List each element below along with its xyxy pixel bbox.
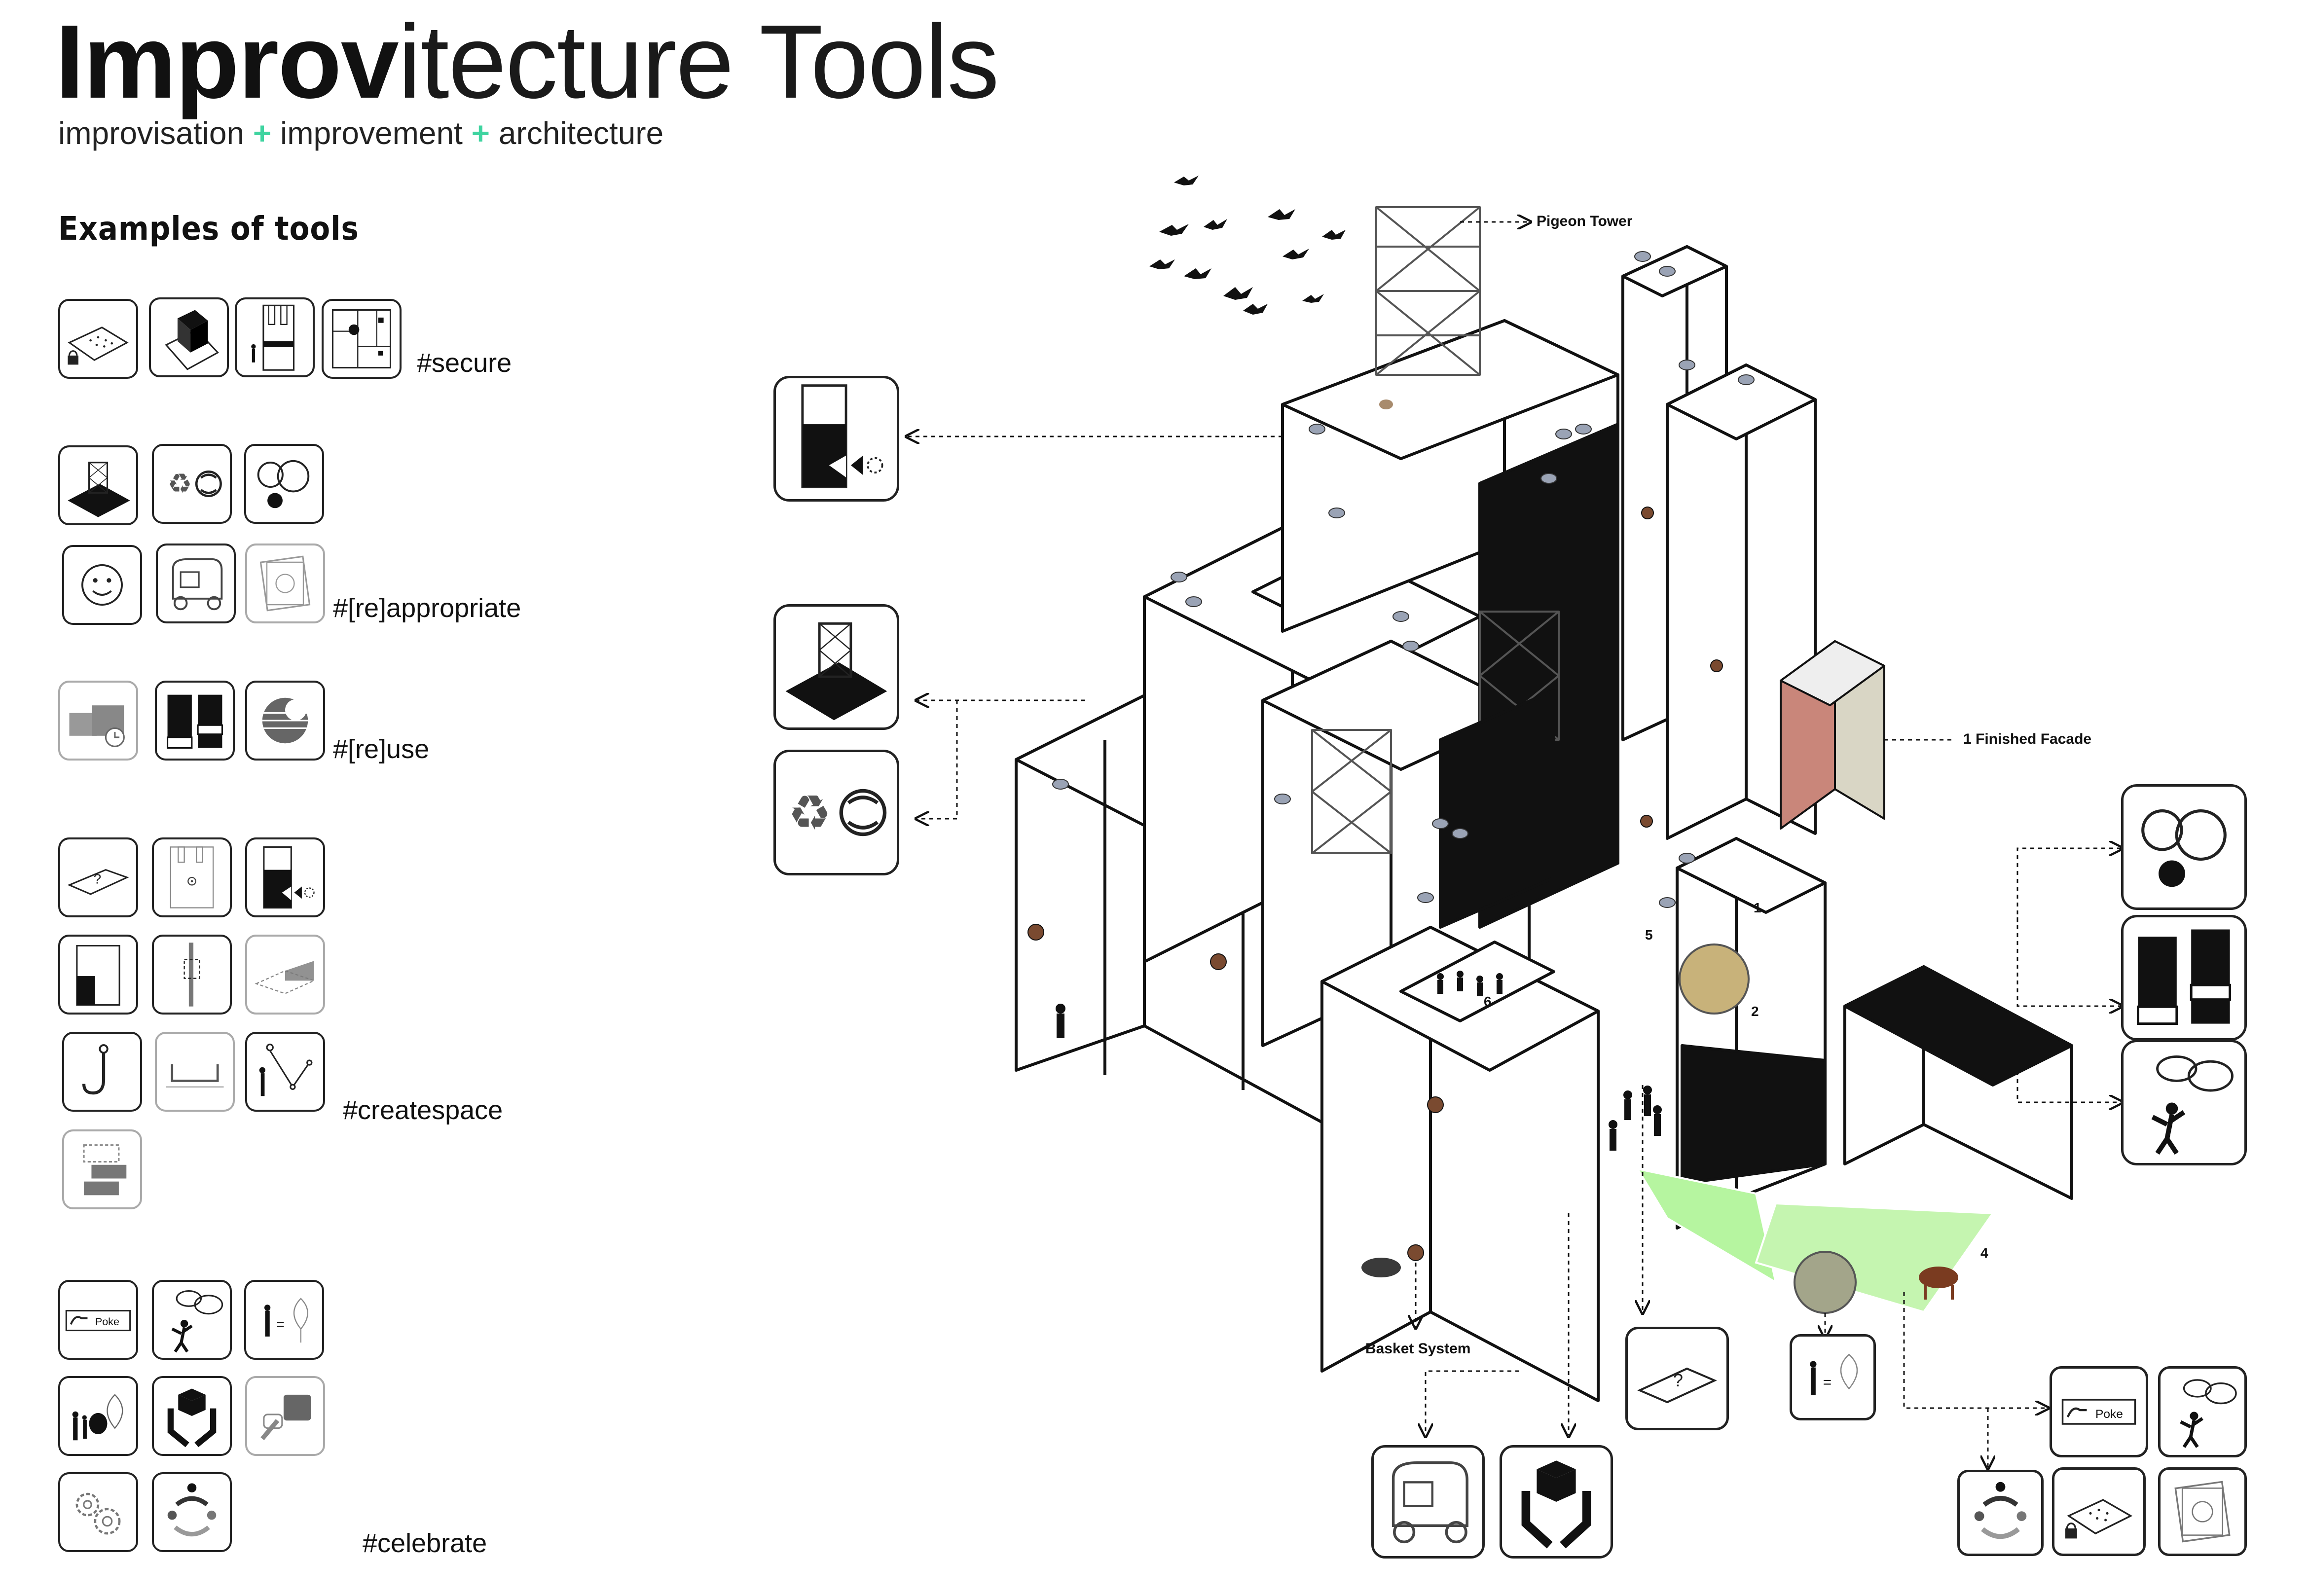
callout-basket-system: Basket System [1365, 1341, 1471, 1357]
tool-slab-icon[interactable] [245, 935, 325, 1015]
tool-circles-icon[interactable] [244, 444, 324, 524]
tool-rickshaw-icon[interactable] [156, 544, 236, 623]
subtitle-word-improvement: improvement [280, 115, 463, 151]
tool-shelf-icon[interactable] [155, 1032, 235, 1112]
tool-community-icon[interactable] [152, 1472, 232, 1552]
subtitle-word-architecture: architecture [498, 115, 664, 151]
tool-smiley-icon[interactable] [62, 545, 142, 625]
tool-room-corner-icon[interactable] [58, 935, 138, 1015]
tool-lock-mat-icon[interactable] [58, 299, 138, 379]
question-mark: ? [94, 871, 101, 886]
portrait-circle [1794, 1251, 1857, 1314]
tool-hook-icon[interactable] [62, 1032, 142, 1112]
equals-sign: = [1823, 1374, 1832, 1390]
callout-person-tree-icon[interactable]: = [1790, 1334, 1876, 1420]
callout-bars-icon[interactable] [2121, 915, 2247, 1041]
tool-gears-icon[interactable] [58, 1472, 138, 1552]
label-number-5: 5 [1645, 927, 1653, 943]
plus-sign: + [253, 115, 272, 151]
callout-tower-platform-icon[interactable] [773, 604, 899, 730]
page-title: Improvitecture Tools [55, 3, 999, 120]
subtitle: improvisation + improvement + architectu… [58, 113, 663, 153]
tool-stack-icon[interactable] [62, 1129, 142, 1209]
building-frame-2 [1676, 837, 1827, 1230]
callout-rickshaw-icon[interactable] [1371, 1445, 1485, 1559]
tool-speech-figure-icon[interactable] [152, 1280, 232, 1360]
question-mark: ? [1673, 1370, 1683, 1390]
label-number-4: 4 [1980, 1245, 1988, 1261]
pigeon-tower [1375, 206, 1481, 376]
section-title: Examples of tools [58, 210, 359, 248]
hashtag-reuse: #[re]use [333, 734, 430, 764]
black-facade [1439, 689, 1555, 929]
title-light: itecture Tools [398, 3, 999, 120]
tool-tower-platform-icon[interactable] [58, 445, 138, 525]
poke-label: Poke [2095, 1408, 2123, 1421]
tool-portal-icon[interactable] [152, 837, 232, 917]
tool-floorplan-icon[interactable] [322, 299, 402, 379]
tool-people-tree-icon[interactable] [58, 1376, 138, 1456]
baskets [1027, 507, 1723, 1261]
tool-poke-icon[interactable]: Poke [58, 1280, 138, 1360]
plus-sign: + [471, 115, 490, 151]
pigeon-flock [1149, 176, 1346, 315]
tool-partition-icon[interactable] [152, 935, 232, 1015]
label-number-2: 2 [1751, 1004, 1759, 1019]
tool-meter-icon[interactable] [245, 837, 325, 917]
tool-door-icon[interactable] [235, 297, 315, 377]
third-pigeon-tower [1311, 729, 1392, 854]
tool-recycle-icon[interactable]: ♻ [152, 444, 232, 524]
hashtag-reappropriate: #[re]appropriate [333, 593, 521, 623]
tool-block-icon[interactable] [149, 297, 229, 377]
green-lawn [1635, 1167, 1777, 1285]
equals-sign: = [277, 1316, 285, 1332]
title-bold: Improv [55, 3, 399, 120]
subtitle-word-improvisation: improvisation [58, 115, 245, 151]
hashtag-secure: #secure [417, 348, 512, 378]
callout-community-icon[interactable] [1957, 1470, 2044, 1556]
callout-poke-icon[interactable]: Poke [2050, 1366, 2148, 1457]
tool-fist-sign-icon[interactable] [245, 1376, 325, 1456]
tool-poster-icon[interactable] [245, 544, 325, 623]
callout-meter-icon[interactable] [773, 376, 899, 502]
callout-speech-figure-small-icon[interactable] [2158, 1366, 2247, 1457]
building-frame-4 [1843, 965, 2073, 1200]
callout-finished-facade: 1 Finished Facade [1963, 731, 2092, 747]
tool-person-tree-icon[interactable]: = [244, 1280, 324, 1360]
leader-lines [908, 222, 2121, 1467]
callout-poster-icon[interactable] [2158, 1467, 2247, 1556]
callout-recycle-icon[interactable]: ♻ [773, 750, 899, 875]
photo-circle [1679, 943, 1750, 1015]
callout-lock-mat-icon[interactable] [2052, 1467, 2146, 1556]
finished-facade-building [1780, 640, 1885, 830]
tool-question-mat-icon[interactable]: ? [58, 837, 138, 917]
callout-speech-figure-icon[interactable] [2121, 1040, 2247, 1165]
hashtag-celebrate: #celebrate [363, 1528, 487, 1558]
poke-label: Poke [95, 1315, 119, 1328]
svg-text:♻: ♻ [168, 468, 192, 500]
people-silhouettes [1056, 971, 1662, 1151]
hashtag-createspace: #createspace [343, 1095, 503, 1125]
tool-clock-block-icon[interactable] [58, 681, 138, 761]
tool-care-box-icon[interactable] [152, 1376, 232, 1456]
tool-halftone-icon[interactable] [245, 681, 325, 761]
tool-path-icon[interactable] [245, 1032, 325, 1112]
building-front-centre [1320, 926, 1600, 1402]
animals [1361, 399, 1958, 1300]
label-number-1: 1 [1754, 900, 1761, 915]
callout-circles-icon[interactable] [2121, 784, 2247, 910]
callout-pigeon-tower: Pigeon Tower [1537, 213, 1633, 229]
callout-question-mat-icon[interactable]: ? [1625, 1327, 1729, 1430]
tool-bars-icon[interactable] [155, 681, 235, 761]
svg-text:♻: ♻ [788, 785, 832, 841]
green-lawn-2 [1755, 1202, 1995, 1313]
callout-care-box-icon[interactable] [1500, 1445, 1613, 1559]
label-number-6: 6 [1484, 994, 1492, 1009]
satellite-dishes [1052, 251, 1755, 908]
